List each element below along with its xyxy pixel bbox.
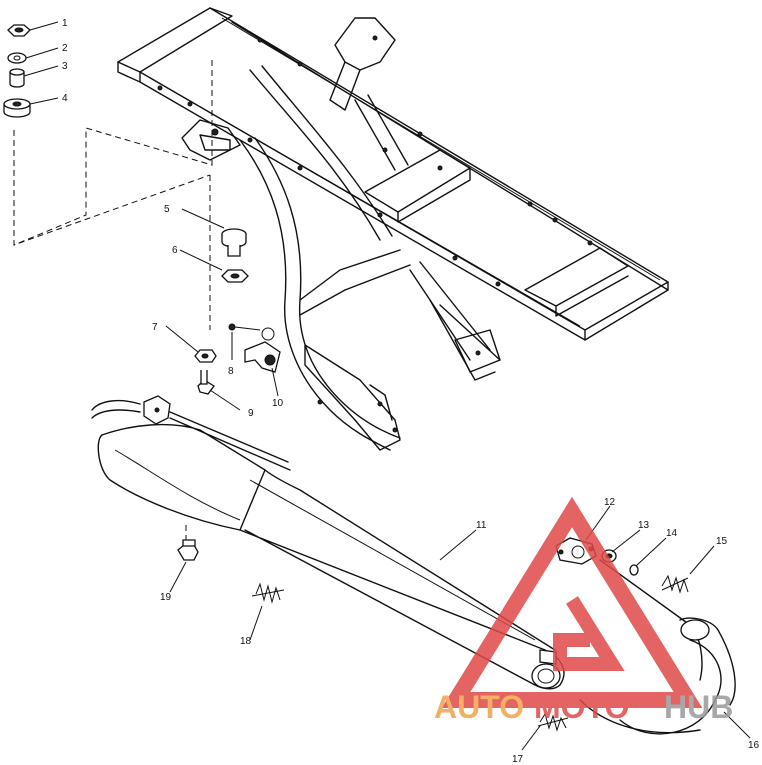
part-11-muffler: [91, 395, 565, 690]
callout-5: 5: [164, 204, 170, 215]
part-2-washer: [7, 52, 27, 64]
callout-2: 2: [62, 43, 68, 54]
part-19-nut: [177, 539, 199, 561]
part-17-spring: [537, 712, 569, 732]
leader-lines: [23, 21, 751, 751]
part-14-washer: [629, 564, 639, 576]
callout-14: 14: [666, 528, 678, 539]
part-10-bracket: [244, 327, 281, 373]
part-18-spring: [251, 582, 285, 604]
part-5-bumper: [221, 228, 247, 257]
callout-8: 8: [228, 366, 234, 377]
part-7-nut: [194, 349, 217, 363]
automotohub-watermark-logo: AUTO MOTO HUB: [434, 496, 733, 725]
callout-12: 12: [604, 497, 616, 508]
part-8-screw: [228, 323, 261, 331]
callout-labels: 1 2 3 4 5 6 7 8 9 10 11 12 13 14 15 16 1…: [62, 18, 760, 765]
part-6-nut: [221, 269, 249, 283]
callout-3: 3: [62, 61, 68, 72]
watermark-triangle: [441, 496, 703, 708]
watermark-text-auto: AUTO: [434, 689, 524, 725]
callout-11: 11: [476, 520, 487, 531]
callout-13: 13: [638, 520, 650, 531]
part-9-bolt: [197, 370, 215, 395]
part-1-nut: [7, 24, 31, 37]
callout-17: 17: [512, 754, 524, 765]
callout-18: 18: [240, 636, 252, 647]
callout-6: 6: [172, 245, 178, 256]
callout-10: 10: [272, 398, 284, 409]
watermark-inner-mark: [553, 596, 625, 671]
vehicle-frame: [117, 7, 669, 451]
part-15-spring: [661, 574, 689, 594]
callout-16: 16: [748, 740, 760, 751]
part-4-grommet: [3, 98, 31, 118]
watermark-text-moto: MOTO: [534, 689, 629, 725]
part-3-spacer: [9, 68, 25, 88]
callout-1: 1: [62, 18, 68, 29]
callout-19: 19: [160, 592, 172, 603]
callout-7: 7: [152, 322, 158, 333]
watermark-text-hub: HUB: [664, 689, 733, 725]
callout-4: 4: [62, 93, 68, 104]
callout-9: 9: [248, 408, 254, 419]
callout-15: 15: [716, 536, 728, 547]
